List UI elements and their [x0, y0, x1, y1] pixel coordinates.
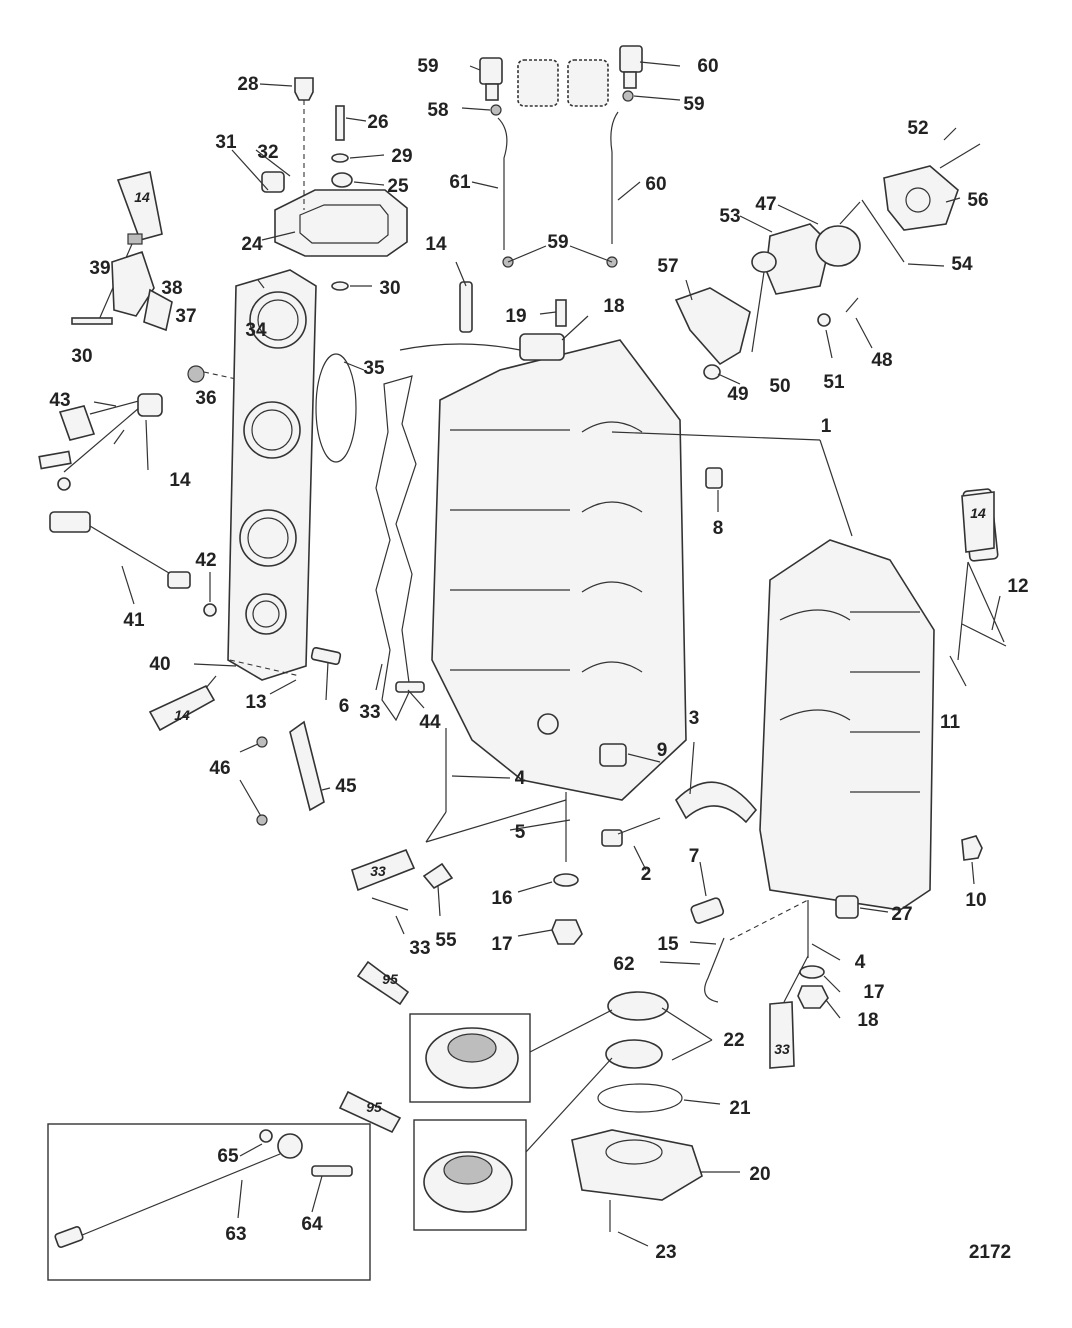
callout-13: 13: [245, 692, 266, 713]
callout-20: 19: [505, 306, 526, 327]
callout-53: 52: [907, 118, 928, 139]
sealant-tube-14-right: [961, 491, 995, 553]
callout-10: 10: [965, 890, 986, 911]
callout-32: 31: [215, 132, 237, 153]
callout-labels: 1 2 3 4 4 5 6 7 8 9 10 11 12 13 14 14 15…: [49, 56, 1028, 1263]
callout-38: 37: [175, 306, 196, 327]
callout-12: 12: [1007, 576, 1028, 597]
tube-labels: 14 14 14 33 33 95 95: [134, 189, 986, 1115]
callout-29: 28: [237, 74, 258, 95]
sealant-tube-33-left: [351, 848, 416, 892]
callout-64: 63: [225, 1224, 246, 1245]
callout-35: 34: [245, 320, 267, 341]
callout-4: 4: [855, 952, 866, 973]
callout-22: 21: [729, 1098, 751, 1119]
callout-40: 39: [89, 258, 110, 279]
fuel-fitting-left: [479, 45, 643, 107]
callout-17: 17: [863, 982, 884, 1003]
callout-23: 22: [723, 1030, 744, 1051]
callout-51: 50: [769, 376, 790, 397]
callout-58: 57: [657, 256, 678, 277]
callout-25: 24: [241, 234, 263, 255]
callout-59: 59: [547, 232, 568, 253]
callout-5: 5: [515, 822, 526, 843]
tube-label-95: 95: [382, 971, 398, 987]
callout-60: 59: [417, 56, 438, 77]
callout-15: 14: [425, 234, 447, 255]
tube-label-14: 14: [134, 189, 150, 205]
sealant-tube-33-right: [769, 1001, 795, 1069]
callout-4: 4: [515, 768, 526, 789]
callout-19: 18: [603, 296, 624, 317]
callout-47: 46: [209, 758, 230, 779]
callout-48: 47: [755, 194, 776, 215]
callout-59: 59: [683, 94, 704, 115]
callout-44: 43: [49, 390, 70, 411]
callout-41: 40: [149, 654, 170, 675]
callout-65: 64: [301, 1214, 323, 1235]
callout-33: 33: [409, 938, 430, 959]
sealant-tube-95-top: [356, 960, 410, 1006]
tube-label-14: 14: [970, 505, 986, 521]
callout-50: 49: [727, 384, 748, 405]
callout-42: 41: [123, 610, 145, 631]
callout-56: 55: [435, 930, 457, 951]
callout-18: 18: [857, 1010, 878, 1031]
callout-57: 56: [967, 190, 988, 211]
callout-52: 51: [823, 372, 845, 393]
callout-24: 23: [655, 1242, 676, 1263]
callout-36: 35: [363, 358, 385, 379]
callout-59: 58: [427, 100, 448, 121]
callout-2: 2: [641, 864, 652, 885]
tube-label-14: 14: [174, 707, 190, 723]
cover-plate-25: [261, 171, 408, 257]
sealant-tube-14-top: [116, 171, 163, 245]
callout-60: 60: [697, 56, 718, 77]
callout-55: 54: [951, 254, 973, 275]
callout-21: 20: [749, 1164, 770, 1185]
tube-label-33: 33: [370, 863, 386, 879]
callout-1: 1: [821, 416, 832, 437]
callout-62: 61: [449, 172, 471, 193]
callout-26: 25: [387, 176, 409, 197]
callout-37: 36: [195, 388, 216, 409]
callout-61: 60: [645, 174, 666, 195]
callout-18: 17: [491, 934, 512, 955]
callout-54: 53: [719, 206, 740, 227]
callout-43: 42: [195, 550, 216, 571]
callout-30: 30: [379, 278, 400, 299]
callout-16: 15: [657, 934, 679, 955]
callout-46: 45: [335, 776, 357, 797]
seal-detail-box-bottom: [413, 1119, 527, 1231]
callout-66: 65: [217, 1146, 239, 1167]
callout-27: 26: [367, 112, 388, 133]
callout-3: 3: [689, 708, 700, 729]
callout-6: 6: [339, 696, 350, 717]
callout-63: 62: [613, 954, 634, 975]
callout-31: 30: [71, 346, 92, 367]
callout-49: 48: [871, 350, 892, 371]
callout-30: 29: [391, 146, 412, 167]
callout-45: 44: [419, 712, 441, 733]
figure-number: 2172: [969, 1242, 1011, 1263]
tube-label-95: 95: [366, 1099, 382, 1115]
callout-28: 27: [891, 904, 912, 925]
callout-39: 38: [161, 278, 182, 299]
callout-33: 32: [257, 142, 278, 163]
callout-14: 14: [169, 470, 191, 491]
sealant-tube-95-bottom: [338, 1090, 402, 1134]
callout-17: 16: [491, 888, 512, 909]
seal-detail-box-top: [409, 1013, 531, 1103]
crankcase-cover: [759, 539, 935, 911]
callout-34: 33: [359, 702, 380, 723]
knock-sensor-inset: [47, 1123, 371, 1281]
callout-8: 8: [713, 518, 724, 539]
callout-9: 9: [657, 740, 668, 761]
cylinder-block-1: [431, 339, 687, 801]
cylinder-head-35: [227, 269, 317, 681]
tube-label-33: 33: [774, 1041, 790, 1057]
callout-7: 7: [689, 846, 700, 867]
callout-11: 11: [940, 712, 961, 733]
